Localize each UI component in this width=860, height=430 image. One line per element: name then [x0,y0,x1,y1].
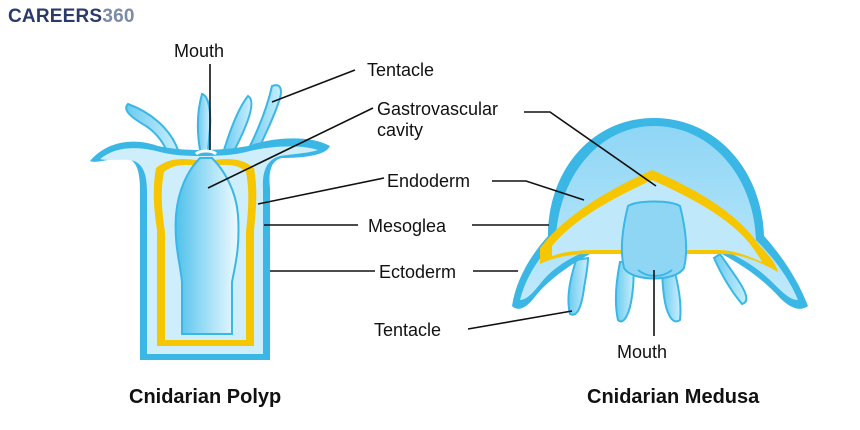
medusa-mouth-opening [637,269,673,277]
leader-endoderm-medusa [492,180,585,201]
polyp-tentacle [246,84,282,158]
label-tentacle-top: Tentacle [367,60,434,80]
leader-gastrovascular-polyp [207,107,374,189]
leader-lines [207,64,657,336]
polyp-gastrovascular-cavity [174,157,240,335]
careers360-logo: CAREERS360 [8,6,135,28]
leader-endoderm-polyp [257,177,385,205]
polyp-mouth-opening [194,149,218,156]
polyp-tentacle [222,94,253,158]
polyp-tentacle [196,92,212,156]
leader-tentacle-medusa [467,310,573,330]
label-mouth-medusa: Mouth [617,342,667,362]
logo-number: 360 [102,6,135,27]
polyp-tentacle [125,102,180,158]
label-tentacle-bottom: Tentacle [374,320,441,340]
leader-gastrovascular-medusa [524,111,657,187]
medusa-tentacle [712,252,748,306]
label-gastrovascular: Gastrovascular [377,99,498,119]
label-mesoglea: Mesoglea [368,216,447,236]
label-endoderm: Endoderm [387,171,470,191]
medusa-inner-layer [552,180,762,262]
label-ectoderm: Ectoderm [379,262,456,282]
label-cavity: cavity [377,120,423,140]
leader-tentacle-polyp [271,69,356,103]
polyp-illustration [90,84,330,360]
caption-medusa: Cnidarian Medusa [587,386,760,408]
medusa-illustration [512,118,808,323]
caption-polyp: Cnidarian Polyp [129,386,281,408]
medusa-manubrium [620,200,688,280]
logo-word: CAREERS [8,6,103,27]
label-mouth-polyp: Mouth [174,41,224,61]
labels: Mouth Tentacle Gastrovascular cavity End… [174,41,667,362]
medusa-tentacle [567,256,590,316]
